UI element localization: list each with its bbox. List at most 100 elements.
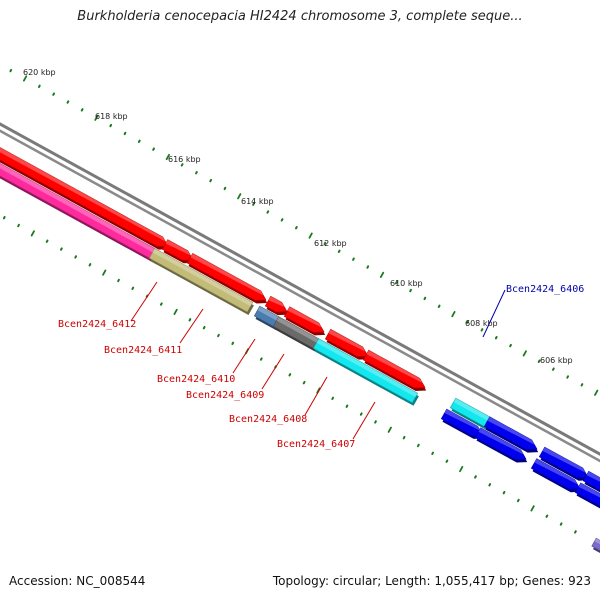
scale-tick [22,75,28,82]
topology-summary: Topology: circular; Length: 1,055,417 bp… [272,574,591,588]
scale-tick [94,114,99,121]
scale-tick [416,443,420,448]
scale-tick [223,186,227,191]
gene-label[interactable]: Bcen2424_6411 [104,345,182,356]
scale-tick [331,396,335,401]
scale-tick [159,302,163,306]
scale-tick [516,498,520,503]
gene-feature[interactable] [530,458,582,493]
gene-feature[interactable] [0,143,170,250]
scale-tick [173,308,178,316]
backbone-line [0,122,600,456]
gene-label[interactable]: Bcen2424_6410 [157,374,235,385]
scale-tick [102,269,107,276]
scale-tick [502,490,506,495]
scale-tick [231,341,235,346]
scale-tick [445,459,449,463]
gene-feature[interactable] [272,316,320,352]
gene-feature[interactable] [161,239,195,264]
scale-tick [316,387,321,394]
scale-tick [202,325,206,330]
gene-feature[interactable] [283,306,326,336]
scale-tick [259,357,263,361]
scale-label-kbp: 616 kbp [168,155,201,164]
scale-tick [366,265,370,269]
gene-feature[interactable] [312,338,419,406]
scale-tick [494,336,498,340]
gene-label[interactable]: Bcen2424_6409 [186,390,264,401]
scale-tick [459,465,464,473]
gene-feature[interactable] [440,408,485,439]
gene-feature[interactable] [0,159,162,265]
scale-tick [252,202,255,206]
gene-label-leader [352,401,376,440]
scale-tick [237,193,242,200]
scale-label-kbp: 606 kbp [540,356,573,365]
scale-tick [323,241,327,246]
scale-tick [288,373,292,377]
gene-feature[interactable] [582,470,600,498]
scale-tick [37,84,41,89]
gene-feature[interactable] [474,427,528,463]
scale-tick [387,426,392,433]
scale-label-kbp: 610 kbp [390,279,423,288]
scale-label-kbp: 620 kbp [23,68,56,77]
scale-tick [80,108,84,112]
gene-label[interactable]: Bcen2424_6408 [229,414,307,425]
scale-tick [509,343,512,348]
gene-feature[interactable] [362,349,427,391]
gene-feature[interactable] [449,397,494,432]
scale-tick [74,255,78,259]
scale-tick [431,451,435,456]
scale-tick [488,483,492,487]
gene-label-leader [261,353,285,390]
gene-label-leader [482,289,506,338]
gene-label-leader [232,338,256,374]
scale-tick [559,522,563,526]
gene-feature[interactable] [538,446,590,481]
scale-tick [551,367,555,371]
scale-tick [217,333,220,338]
scale-tick [409,288,412,293]
scale-tick [474,475,477,479]
scale-tick [9,68,13,73]
scale-tick [545,514,549,518]
scale-tick [165,153,170,161]
scale-tick [359,412,363,416]
gene-feature[interactable] [186,252,268,304]
scale-tick [60,247,63,251]
gene-feature[interactable] [483,416,539,453]
scale-tick [2,215,6,220]
scale-tick [437,304,441,308]
scale-tick [180,163,184,167]
gene-feature[interactable] [591,537,600,563]
gene-label-leader [179,308,204,344]
accession-text: Accession: NC_008544 [9,574,146,588]
scale-tick [66,100,70,104]
gene-feature[interactable] [148,248,254,316]
scale-tick [480,328,484,332]
gene-label[interactable]: Bcen2424_6406 [506,284,584,295]
scale-tick [30,230,35,237]
scale-tick [352,257,355,261]
gene-feature[interactable] [264,295,289,316]
scale-tick [88,263,92,267]
gene-label[interactable]: Bcen2424_6412 [58,319,136,330]
scale-tick [379,271,385,278]
scale-tick [266,210,270,214]
map-title: Burkholderia cenocepacia HI2424 chromoso… [77,9,523,24]
gene-feature[interactable] [574,482,600,514]
scale-tick [117,278,120,283]
scale-tick [566,375,570,379]
scale-tick [345,404,349,408]
scale-tick [294,226,298,230]
gene-feature[interactable] [324,328,370,360]
scale-tick [52,92,56,96]
scale-label-kbp: 614 kbp [241,197,274,206]
scale-tick [394,281,398,285]
scale-tick [337,249,341,253]
scale-tick [374,420,377,424]
gene-label[interactable]: Bcen2424_6407 [277,439,355,450]
scale-tick [451,311,456,318]
scale-tick [131,286,135,291]
